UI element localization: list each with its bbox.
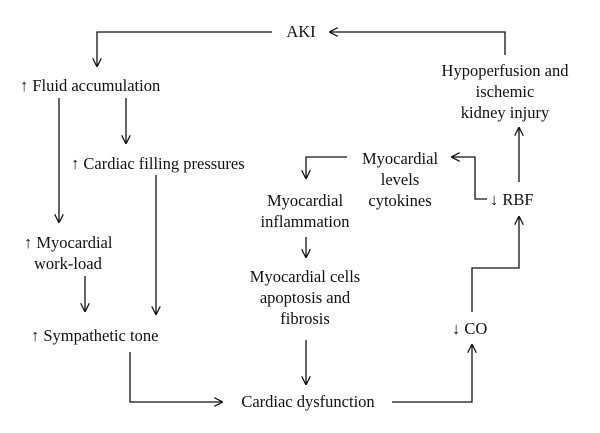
cells-line-3: fibrosis [280,309,330,328]
node-myocardial-levels-cytokines: Myocardial levels cytokines [362,148,438,211]
hypoperfusion-line-2: ischemic [475,82,535,101]
inflammation-line-2: inflammation [260,212,350,231]
node-myocardial-cells: Myocardial cells apoptosis and fibrosis [250,266,360,329]
arrow-aki-to-fluid [97,31,272,66]
node-myocardial-inflammation: Myocardial inflammation [261,190,350,232]
workload-line-2: work-load [34,254,102,273]
hypoperfusion-line-1: Hypoperfusion and [441,61,569,80]
cytokines-line-1: Myocardial [361,149,439,168]
node-rbf: ↓ RBF [490,190,534,209]
node-aki: AKI [286,22,316,41]
node-co: ↓ CO [452,319,488,338]
arrow-sympathetic-to-dysfunction [129,352,222,402]
inflammation-line-1: Myocardial [266,191,344,210]
arrow-cytokines-to-inflammation [306,156,347,178]
cytokines-line-2: levels [380,170,420,189]
node-cardiac-dysfunction: Cardiac dysfunction [241,392,375,411]
arrow-rbf-to-cytokines [452,157,487,200]
node-cardiac-filling-pressures: ↑ Cardiac filling pressures [71,154,245,173]
hypoperfusion-line-3: kidney injury [460,103,550,122]
node-myocardial-workload: ↑ Myocardial work-load [24,232,112,274]
arrow-hypoperfusion-to-aki [330,32,506,55]
arrow-co-to-rbf [471,217,519,312]
node-fluid-accumulation: ↑ Fluid accumulation [20,76,161,95]
arrow-dysfunction-to-co [392,345,472,403]
node-hypoperfusion: Hypoperfusion and ischemic kidney injury [442,60,569,123]
cytokines-line-3: cytokines [368,191,432,210]
workload-line-1: ↑ Myocardial [24,233,113,252]
cells-line-1: Myocardial cells [249,267,361,286]
cells-line-2: apoptosis and [259,288,351,307]
node-sympathetic-tone: ↑ Sympathetic tone [31,326,159,345]
